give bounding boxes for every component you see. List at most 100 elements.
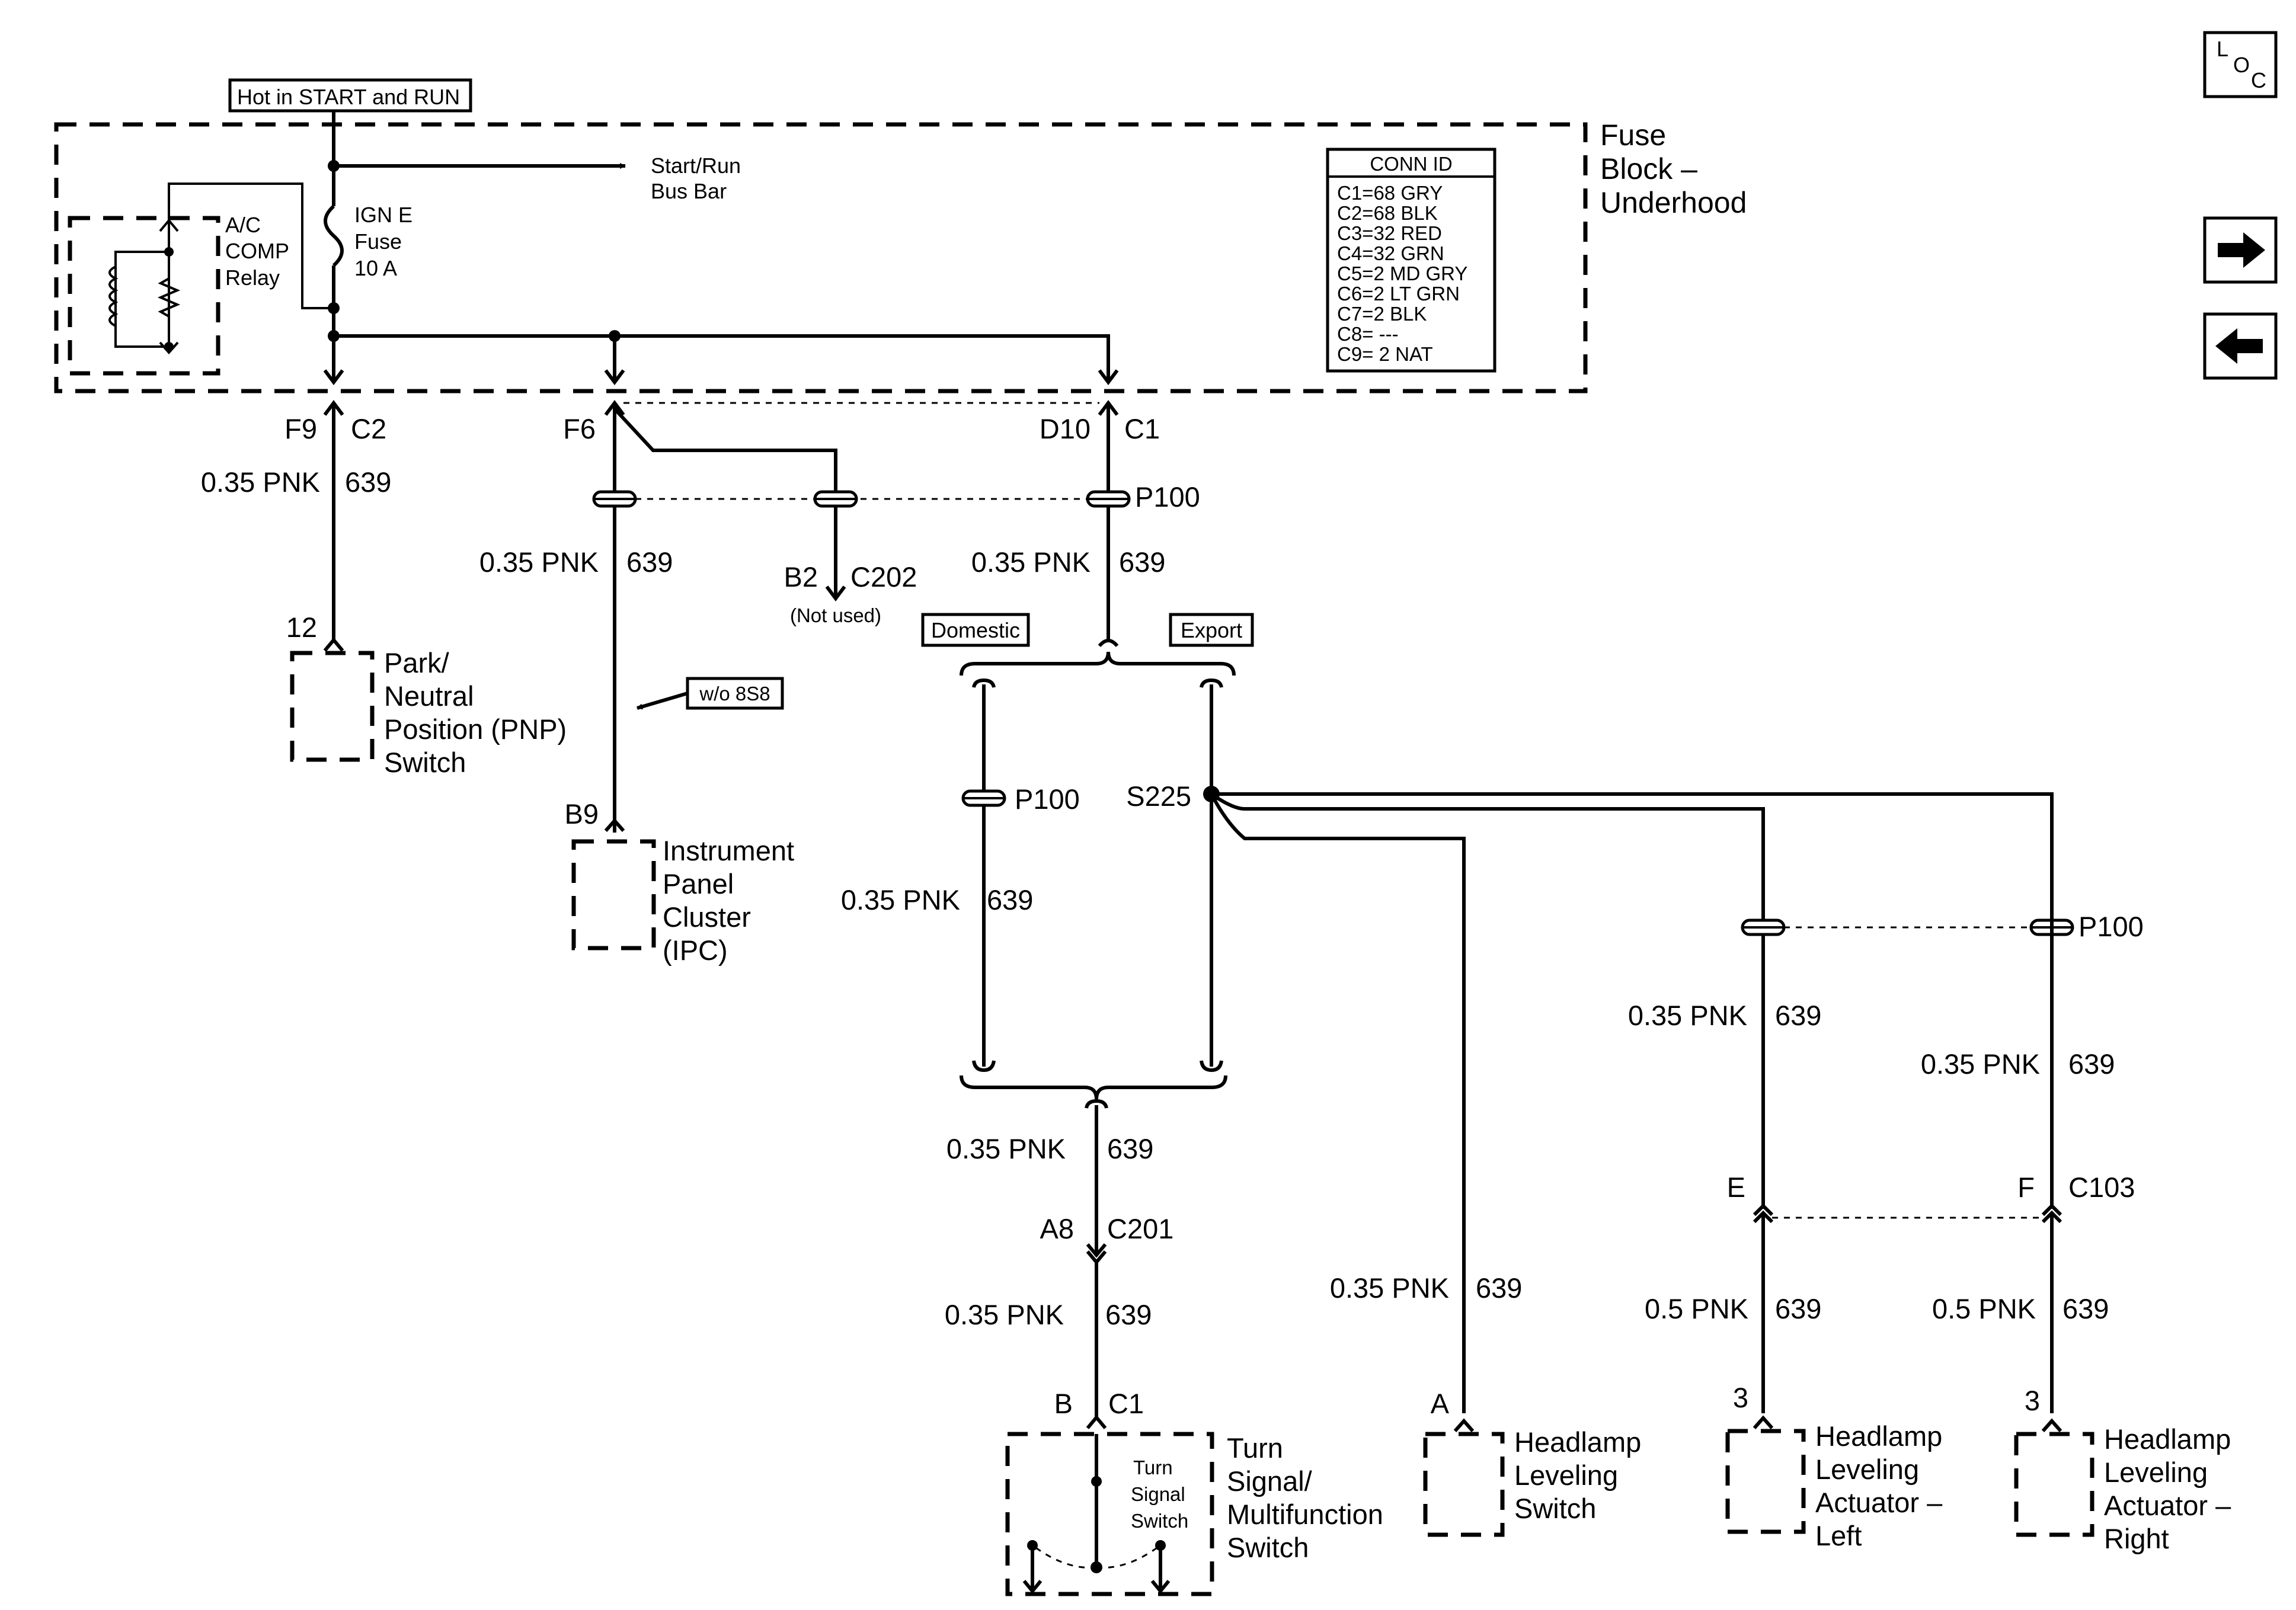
loc-button[interactable]: L O C bbox=[2203, 31, 2278, 98]
turn-signal-switch: Turn Signal Switch bbox=[1022, 1434, 1188, 1594]
svg-text:Position (PNP): Position (PNP) bbox=[384, 713, 567, 745]
svg-text:IGN E: IGN E bbox=[354, 203, 412, 227]
svg-text:3: 3 bbox=[1733, 1382, 1748, 1413]
svg-text:P100: P100 bbox=[2078, 911, 2144, 942]
svg-text:C7=2 BLK: C7=2 BLK bbox=[1337, 303, 1427, 325]
svg-text:639: 639 bbox=[987, 884, 1033, 916]
svg-text:0.35 PNK: 0.35 PNK bbox=[841, 884, 960, 916]
actuator-left-circuit: 0.35 PNK 639 bbox=[1628, 889, 1821, 1209]
svg-text:P100: P100 bbox=[1015, 783, 1080, 815]
svg-text:Block –: Block – bbox=[1600, 152, 1697, 185]
svg-text:Switch: Switch bbox=[1514, 1493, 1596, 1524]
svg-text:0.5 PNK: 0.5 PNK bbox=[1932, 1293, 2036, 1324]
splice-pack-ipc bbox=[592, 490, 637, 508]
export-circuit: S225 bbox=[1126, 678, 2054, 1413]
svg-text:639: 639 bbox=[345, 466, 391, 498]
svg-text:Multifunction: Multifunction bbox=[1227, 1499, 1383, 1530]
svg-text:0.35 PNK: 0.35 PNK bbox=[1628, 1000, 1747, 1031]
svg-text:A/C: A/C bbox=[225, 213, 261, 237]
svg-text:Leveling: Leveling bbox=[1815, 1454, 1919, 1485]
svg-text:Turn: Turn bbox=[1227, 1432, 1283, 1464]
svg-text:Actuator –: Actuator – bbox=[1815, 1487, 1943, 1518]
svg-text:Headlamp: Headlamp bbox=[1815, 1420, 1942, 1452]
ign-e-fuse: IGN E Fuse 10 A bbox=[324, 111, 412, 379]
ipc-circuit: F6 0.35 PNK 639 B9 bbox=[479, 400, 1099, 833]
headlamp-actuator-left-box bbox=[1725, 1429, 1806, 1534]
svg-text:Cluster: Cluster bbox=[663, 901, 751, 933]
option-brace-bottom bbox=[960, 1075, 1227, 1100]
svg-text:Turn: Turn bbox=[1133, 1457, 1173, 1478]
svg-text:Left: Left bbox=[1815, 1520, 1862, 1551]
svg-text:C201: C201 bbox=[1107, 1213, 1173, 1244]
svg-text:0.35 PNK: 0.35 PNK bbox=[479, 546, 599, 578]
svg-text:C: C bbox=[2251, 68, 2266, 92]
svg-text:C1: C1 bbox=[1108, 1388, 1144, 1419]
svg-text:639: 639 bbox=[1476, 1272, 1522, 1304]
svg-text:Switch: Switch bbox=[1131, 1510, 1188, 1532]
svg-text:0.35 PNK: 0.35 PNK bbox=[971, 546, 1091, 578]
svg-text:C202: C202 bbox=[850, 561, 917, 593]
svg-text:C6=2 LT GRN: C6=2 LT GRN bbox=[1337, 283, 1460, 305]
svg-text:Switch: Switch bbox=[384, 747, 466, 778]
svg-text:C5=2 MD GRY: C5=2 MD GRY bbox=[1337, 263, 1467, 284]
ac-comp-relay: A/C COMP Relay bbox=[108, 183, 334, 355]
svg-text:Leveling: Leveling bbox=[2104, 1457, 2208, 1488]
wo-8s8-tag: w/o 8S8 bbox=[637, 677, 784, 710]
ac-comp-relay-outline bbox=[68, 216, 220, 376]
svg-text:12: 12 bbox=[286, 612, 317, 643]
svg-text:C103: C103 bbox=[2068, 1172, 2135, 1203]
svg-text:0.35 PNK: 0.35 PNK bbox=[946, 1133, 1066, 1164]
svg-text:D10: D10 bbox=[1040, 413, 1091, 444]
svg-text:Park/: Park/ bbox=[384, 647, 450, 678]
svg-text:639: 639 bbox=[1107, 1133, 1153, 1164]
option-brace-top bbox=[960, 651, 1236, 676]
c103-connector: E F C103 0.5 PNK 639 0.5 PNK 639 bbox=[1645, 1172, 2135, 1413]
next-page-button[interactable] bbox=[2203, 216, 2278, 284]
headlamp-leveling-switch-box bbox=[1423, 1432, 1505, 1537]
splice-pack-c202 bbox=[813, 490, 858, 508]
svg-text:S225: S225 bbox=[1126, 780, 1191, 812]
svg-text:639: 639 bbox=[1105, 1299, 1152, 1330]
svg-text:B: B bbox=[1054, 1388, 1073, 1419]
svg-text:3: 3 bbox=[2025, 1385, 2040, 1416]
svg-text:Neutral: Neutral bbox=[384, 680, 474, 712]
actuator-right-pin: 3 bbox=[2025, 1385, 2062, 1432]
headlamp-leveling-switch-label: Headlamp Leveling Switch bbox=[1514, 1426, 1641, 1524]
actuator-right-circuit: 0.35 PNK 639 bbox=[1921, 889, 2115, 1209]
svg-text:C1=68 GRY: C1=68 GRY bbox=[1337, 182, 1443, 204]
pnp-switch-label: Park/ Neutral Position (PNP) Switch bbox=[384, 647, 567, 778]
svg-text:0.5 PNK: 0.5 PNK bbox=[1645, 1293, 1748, 1324]
turn-signal-switch-box bbox=[1005, 1432, 1214, 1596]
svg-text:COMP: COMP bbox=[225, 239, 289, 263]
ipc-box bbox=[571, 839, 656, 950]
svg-text:Headlamp: Headlamp bbox=[1514, 1426, 1641, 1458]
svg-text:(IPC): (IPC) bbox=[663, 934, 728, 966]
headlamp-actuator-right-label: Headlamp Leveling Actuator – Right bbox=[2104, 1423, 2231, 1554]
arrow-right-icon bbox=[2218, 232, 2265, 268]
svg-text:P100: P100 bbox=[1135, 481, 1200, 513]
svg-text:C4=32 GRN: C4=32 GRN bbox=[1337, 242, 1444, 264]
svg-text:0.35 PNK: 0.35 PNK bbox=[1921, 1048, 2040, 1080]
svg-text:C8= ---: C8= --- bbox=[1337, 323, 1399, 345]
svg-text:C2=68 BLK: C2=68 BLK bbox=[1337, 202, 1438, 224]
splice-pack-p100-mid bbox=[961, 789, 1006, 807]
domestic-circuit: P100 0.35 PNK 639 bbox=[841, 678, 1080, 1073]
c202-not-used: B2 C202 (Not used) bbox=[784, 561, 917, 626]
svg-text:O: O bbox=[2233, 53, 2250, 77]
svg-text:Actuator –: Actuator – bbox=[2104, 1490, 2231, 1521]
prev-page-button[interactable] bbox=[2203, 312, 2278, 380]
svg-text:F6: F6 bbox=[563, 413, 596, 444]
turn-signal-circuit: 0.35 PNK 639 A8 C201 0.35 PNK 639 B C1 bbox=[945, 1099, 1173, 1429]
splice-pack-p100-right: P100 bbox=[1741, 911, 2144, 942]
d10-circuit: D10 C1 P100 0.35 PNK 639 bbox=[971, 400, 1200, 648]
svg-text:Headlamp: Headlamp bbox=[2104, 1423, 2231, 1455]
svg-text:C1: C1 bbox=[1124, 413, 1160, 444]
svg-text:639: 639 bbox=[1775, 1000, 1821, 1031]
svg-text:Switch: Switch bbox=[1227, 1532, 1309, 1563]
export-option-label: Export bbox=[1169, 613, 1254, 647]
fuse-block-title: Fuse Block – Underhood bbox=[1600, 119, 1747, 219]
splice-pack-p100-top bbox=[1086, 490, 1131, 508]
svg-text:Domestic: Domestic bbox=[931, 618, 1020, 642]
svg-text:0.35 PNK: 0.35 PNK bbox=[201, 466, 320, 498]
